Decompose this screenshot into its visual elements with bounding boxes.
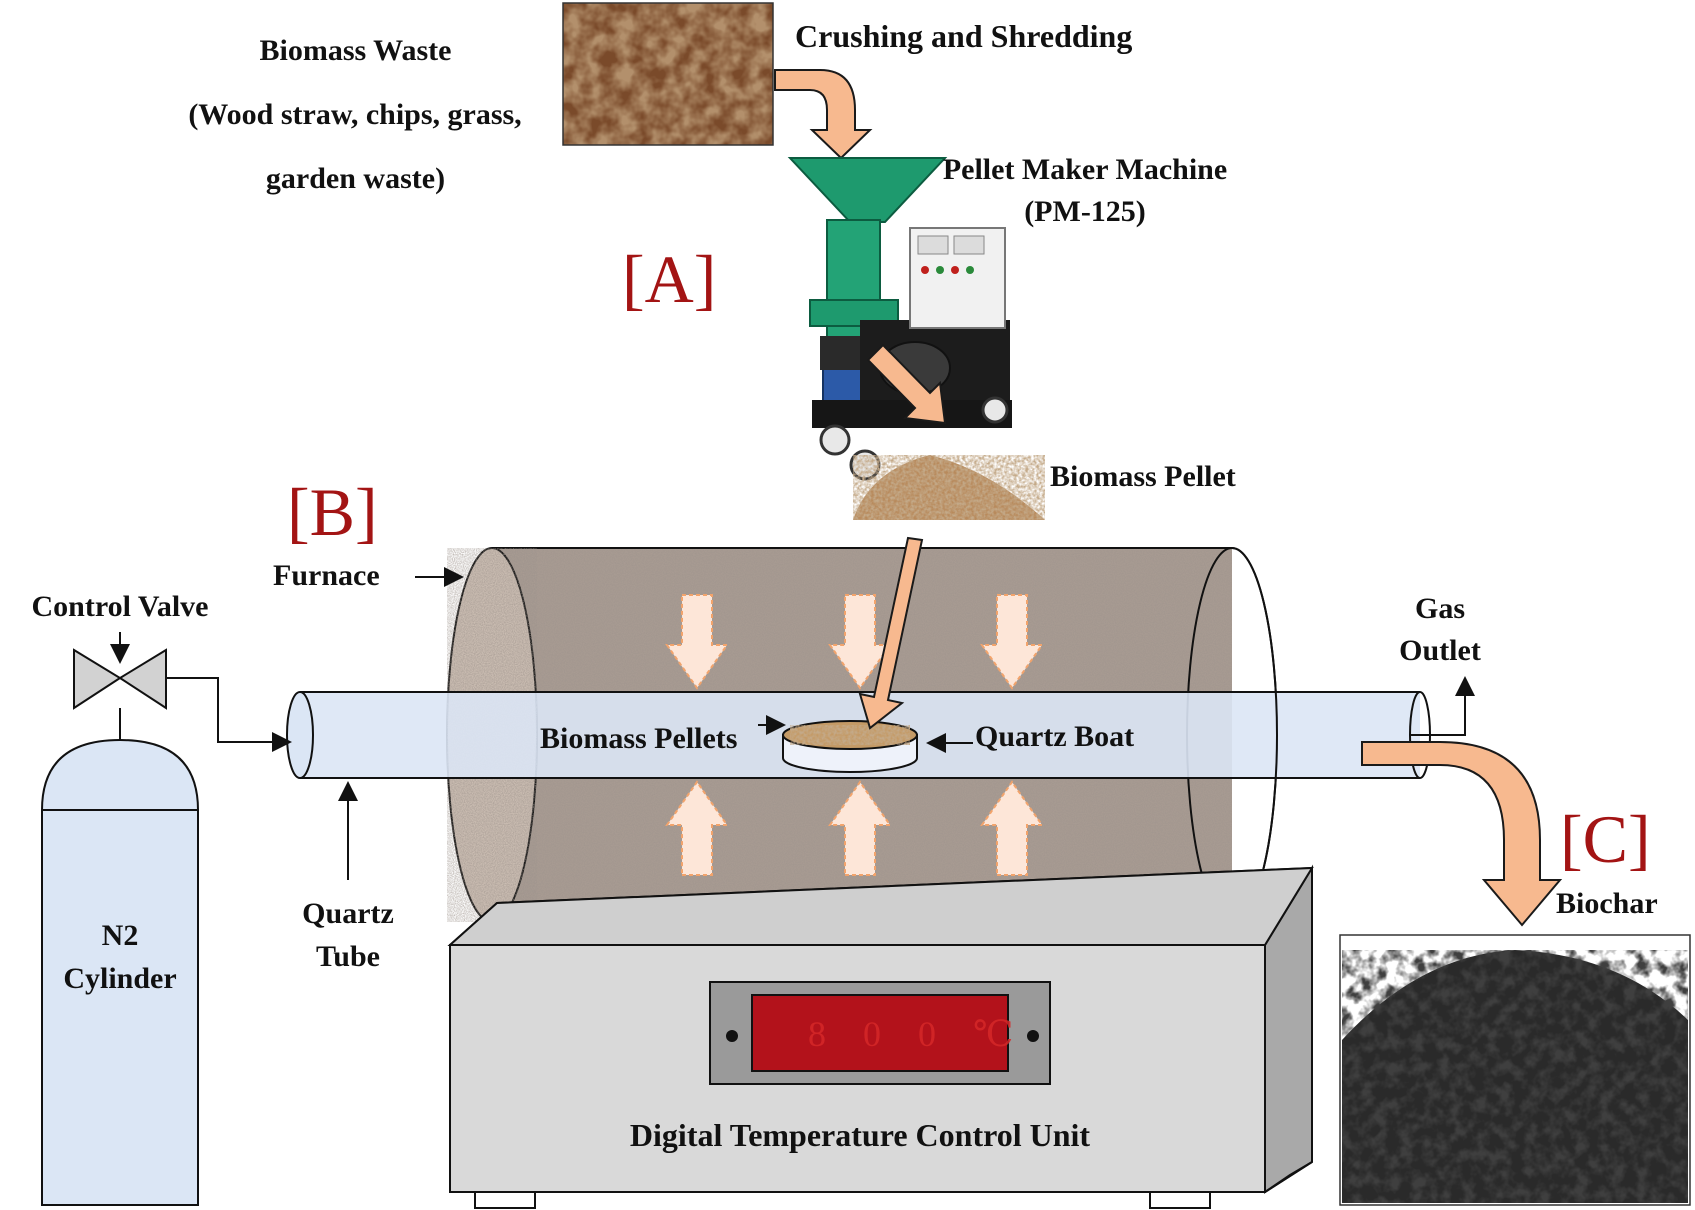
gas-outlet-label: Gas	[1414, 592, 1465, 625]
digital-temperature-control-unit	[447, 864, 1314, 1209]
quartz-tube-label: Quartz	[302, 897, 394, 930]
valve-icon	[73, 632, 292, 752]
heat-arrows	[665, 594, 1044, 876]
biochar-photo	[1339, 934, 1691, 1206]
heat-arrow	[665, 594, 729, 690]
heat-arrow	[980, 594, 1044, 690]
biomass-pellet-label: Biomass Pellet	[1050, 460, 1236, 493]
biochar-label: Biochar	[1556, 887, 1658, 920]
n2-cylinder-label: N2	[101, 919, 139, 952]
section-a-label: [A]	[622, 241, 717, 317]
biochar-arrow	[1361, 741, 1563, 927]
quartz-tube-label-cont: Tube	[316, 940, 380, 973]
control-valve-label: Control Valve	[31, 590, 209, 623]
section-c-label: [C]	[1560, 801, 1651, 877]
temperature-display: 8 0 0 ℃	[808, 1014, 1028, 1054]
biomass-pellets-label: Biomass Pellets	[540, 722, 738, 755]
leaf-waste-photo	[562, 2, 774, 146]
n2-cylinder	[41, 708, 199, 1206]
heat-arrow	[665, 780, 729, 876]
gas-outlet-label-cont: Outlet	[1399, 634, 1481, 667]
heat-arrow	[980, 780, 1044, 876]
heat-arrow	[828, 594, 892, 690]
pointer-arrows	[338, 567, 1475, 880]
quartz-boat-label: Quartz Boat	[975, 720, 1135, 753]
pellet-machine-model: (PM-125)	[1024, 195, 1146, 228]
biomass-waste-examples: (Wood straw, chips, grass,	[188, 98, 522, 131]
biomass-waste-title: Biomass Waste	[259, 34, 452, 67]
furnace-label: Furnace	[273, 559, 380, 592]
section-b-label: [B]	[287, 474, 378, 550]
n2-cylinder-label-cont: Cylinder	[63, 962, 177, 995]
machine-output-arrow	[866, 343, 947, 425]
pellet-machine-label: Pellet Maker Machine	[942, 153, 1228, 186]
biomass-waste-examples-cont: garden waste)	[265, 162, 446, 195]
control-unit-label: Digital Temperature Control Unit	[629, 1117, 1091, 1153]
crushing-label: Crushing and Shredding	[795, 18, 1133, 54]
heat-arrow	[828, 780, 892, 876]
quartz-boat	[782, 720, 918, 773]
crushing-arrow	[774, 69, 873, 160]
biomass-pellet-pile	[853, 455, 1045, 520]
pellet-to-boat-arrow	[858, 536, 924, 730]
